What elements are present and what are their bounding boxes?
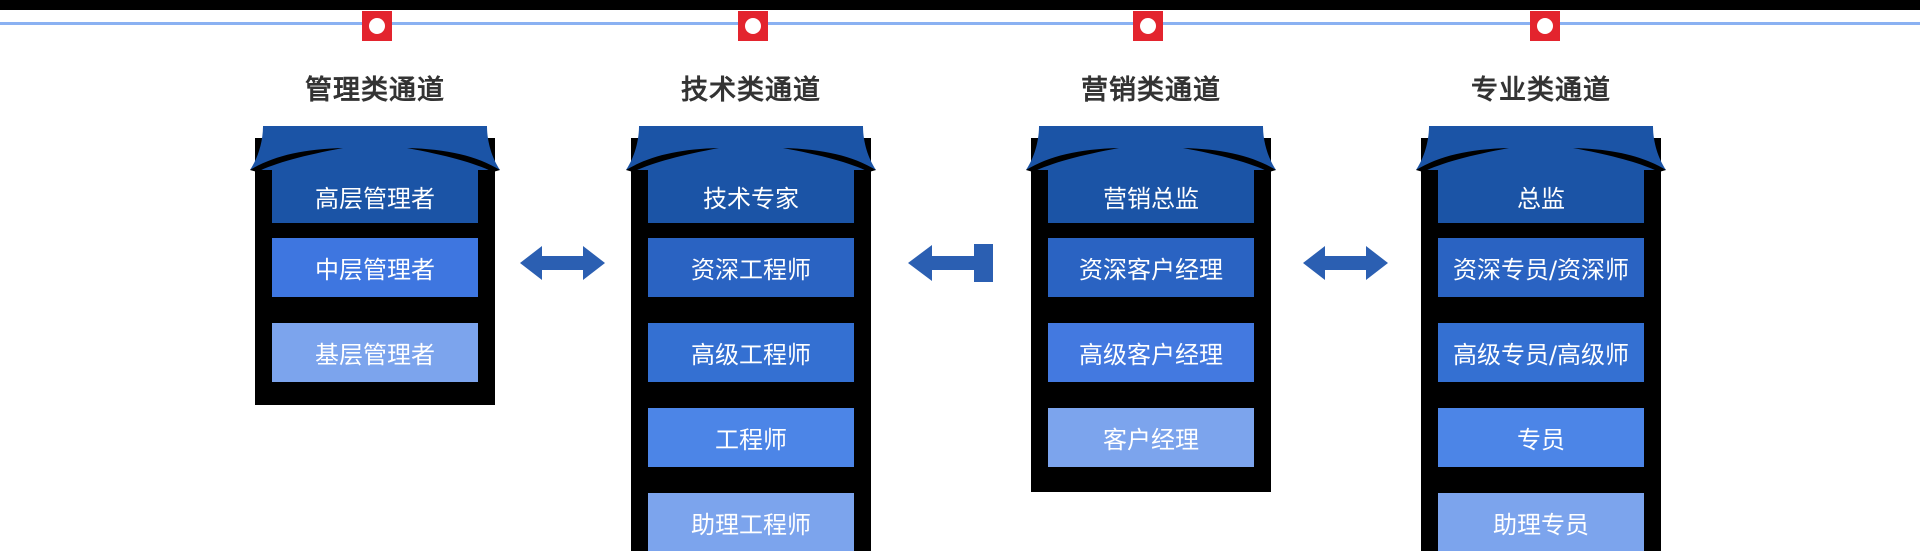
level-box: 高层管理者 <box>272 170 478 223</box>
left-arrow-icon <box>908 244 993 282</box>
level-label: 资深客户经理 <box>1079 256 1223 284</box>
marker-dot-icon <box>1140 18 1156 34</box>
channel-management: 管理类通道 高层管理者 中层管理者 基层管理者 <box>245 60 505 551</box>
ladder-cap-ribbon <box>250 126 500 172</box>
level-label: 资深工程师 <box>691 256 811 284</box>
top-black-bar <box>0 0 1920 10</box>
ribbon-fold-right-icon <box>1573 148 1666 172</box>
ladder-cap-ribbon <box>1416 126 1666 172</box>
level-box: 高级专员/高级师 <box>1438 323 1644 382</box>
level-box: 中层管理者 <box>272 238 478 297</box>
level-label: 高层管理者 <box>315 185 435 213</box>
channel-technical: 技术类通道 技术专家 资深工程师 高级工程师 工程师 助理工程师 <box>621 60 881 551</box>
timeline-marker <box>1530 11 1560 41</box>
ladder-cap-ribbon <box>626 126 876 172</box>
level-label: 高级专员/高级师 <box>1452 341 1630 369</box>
channel-title: 管理类通道 <box>305 75 445 106</box>
marker-dot-icon <box>745 18 761 34</box>
double-arrow-icon <box>520 246 605 280</box>
level-box: 资深客户经理 <box>1048 238 1254 297</box>
level-box: 助理专员 <box>1438 493 1644 551</box>
timeline-marker <box>738 11 768 41</box>
level-box: 客户经理 <box>1048 408 1254 467</box>
level-label: 客户经理 <box>1103 426 1199 454</box>
timeline-marker <box>1133 11 1163 41</box>
level-box: 高级客户经理 <box>1048 323 1254 382</box>
level-label: 中层管理者 <box>315 256 435 284</box>
level-box: 总监 <box>1438 170 1644 223</box>
ribbon-fold-right-icon <box>407 148 500 172</box>
level-label: 高级工程师 <box>691 341 811 369</box>
marker-dot-icon <box>1537 18 1553 34</box>
channel-marketing: 营销类通道 营销总监 资深客户经理 高级客户经理 客户经理 <box>1021 60 1281 551</box>
marker-dot-icon <box>369 18 385 34</box>
channel-professional: 专业类通道 总监 资深专员/资深师 高级专员/高级师 专员 助理专员 <box>1411 60 1671 551</box>
timeline-marker <box>362 11 392 41</box>
double-arrow-icon <box>1303 246 1388 280</box>
timeline-line <box>0 22 1920 25</box>
level-label: 基层管理者 <box>315 341 435 369</box>
level-box: 技术专家 <box>648 170 854 223</box>
level-box: 基层管理者 <box>272 323 478 382</box>
level-box: 助理工程师 <box>648 493 854 551</box>
level-label: 高级客户经理 <box>1079 341 1223 369</box>
level-box: 营销总监 <box>1048 170 1254 223</box>
level-label: 营销总监 <box>1103 185 1199 213</box>
level-box: 资深专员/资深师 <box>1438 238 1644 297</box>
level-label: 技术专家 <box>703 185 799 213</box>
level-label: 助理专员 <box>1493 511 1589 539</box>
level-label: 资深专员/资深师 <box>1452 256 1630 284</box>
ladder-cap-ribbon <box>1026 126 1276 172</box>
ribbon-fold-left-icon <box>626 148 719 172</box>
channel-title: 专业类通道 <box>1471 75 1611 106</box>
level-label: 总监 <box>1517 185 1565 213</box>
ribbon-fold-right-icon <box>783 148 876 172</box>
level-box: 专员 <box>1438 408 1644 467</box>
channel-title: 营销类通道 <box>1081 75 1221 106</box>
level-label: 助理工程师 <box>691 511 811 539</box>
ribbon-fold-left-icon <box>1026 148 1119 172</box>
level-box: 高级工程师 <box>648 323 854 382</box>
ribbon-fold-right-icon <box>1183 148 1276 172</box>
ribbon-fold-left-icon <box>1416 148 1509 172</box>
level-label: 专员 <box>1517 426 1565 454</box>
level-box: 工程师 <box>648 408 854 467</box>
ribbon-fold-left-icon <box>250 148 343 172</box>
level-label: 工程师 <box>715 426 787 454</box>
channel-title: 技术类通道 <box>681 75 821 106</box>
level-box: 资深工程师 <box>648 238 854 297</box>
